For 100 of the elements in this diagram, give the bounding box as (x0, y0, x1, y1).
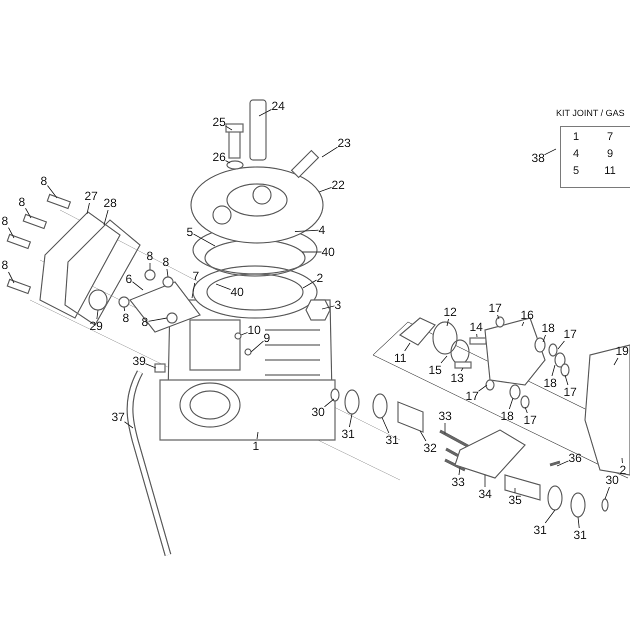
leader-line (514, 488, 516, 494)
leader-line (446, 318, 449, 326)
leader-line (622, 458, 623, 464)
leader-line (440, 356, 448, 364)
leader-line (8, 227, 14, 238)
leader-line (404, 342, 410, 352)
callout-number: 29 (90, 319, 103, 333)
callout-number: 7 (192, 269, 200, 283)
leader-line (8, 272, 14, 284)
table-cell-text: 4 (572, 148, 580, 160)
leader-line (524, 406, 528, 414)
leader-line (166, 268, 168, 278)
callout-number: 8 (18, 195, 26, 209)
callout-number: 8 (142, 315, 148, 329)
leader-line (250, 340, 264, 352)
callout-number: 26 (212, 150, 226, 164)
callout-number: 15 (428, 363, 442, 377)
leader-line (86, 202, 90, 214)
leader-line (552, 364, 556, 376)
callout-number: 17 (564, 385, 577, 399)
leader-line (104, 210, 109, 226)
callout-number: 13 (450, 371, 464, 385)
leader-line (96, 310, 98, 320)
table-cell-text: 7 (606, 131, 614, 143)
callout-number: 36 (568, 451, 582, 465)
callout-number: 4 (318, 223, 326, 237)
table-cell-text: 9 (606, 148, 614, 160)
leader-line (25, 208, 32, 218)
callout-number: 6 (126, 272, 132, 286)
leader-line (558, 340, 565, 350)
callout-number: 17 (466, 389, 479, 403)
callout-number: 17 (488, 301, 502, 315)
leader-line (478, 384, 488, 392)
callout-number: 8 (122, 311, 130, 325)
leader-line (132, 281, 144, 290)
callout-number: 27 (84, 189, 98, 203)
leader-line (508, 398, 514, 410)
leader-line (302, 280, 317, 288)
leader-line (324, 398, 334, 408)
leader-line (193, 234, 216, 246)
callout-number: 9 (264, 331, 270, 345)
callout-number: 8 (40, 174, 48, 188)
callout-number: 35 (508, 493, 522, 507)
callout-number: 31 (574, 528, 587, 542)
leader-line (145, 363, 156, 368)
leader-line (484, 474, 486, 488)
callout-number: 18 (500, 409, 514, 423)
callout-number: 33 (438, 409, 452, 423)
leader-line (382, 417, 390, 434)
table-cell-text: 1 (572, 131, 580, 143)
table-cell-text: 11 (603, 165, 617, 177)
callout-number: 17 (524, 413, 537, 427)
leader-line (294, 230, 319, 232)
callout-number: 1 (252, 439, 260, 453)
callout-number: 23 (338, 136, 351, 150)
leader-line (458, 467, 460, 476)
callout-number: 30 (312, 405, 325, 419)
leader-line (420, 430, 426, 442)
callout-number: 30 (606, 473, 619, 487)
leader-line (444, 422, 446, 434)
callout-number: 12 (444, 305, 457, 319)
callout-number: 39 (132, 354, 146, 368)
callout-number: 40 (230, 285, 244, 299)
leader-line (544, 510, 556, 524)
leader-line (460, 368, 464, 372)
leader-line (348, 414, 352, 428)
leader-line (542, 334, 546, 342)
callout-number: 31 (342, 427, 355, 441)
leader-line (614, 358, 618, 366)
callout-number: 32 (424, 441, 437, 455)
callout-number: 18 (544, 376, 557, 390)
leader-line (240, 332, 248, 336)
callout-number: 8 (2, 214, 8, 228)
callout-number: 31 (386, 433, 399, 447)
leader-line (124, 306, 126, 312)
callout-number: 37 (112, 410, 125, 424)
callout-number: 17 (564, 327, 577, 341)
table-title: KIT JOINT / GAS (556, 108, 625, 118)
leader-line (578, 516, 580, 528)
callout-number: 22 (332, 178, 345, 192)
leader-line (256, 432, 258, 440)
table-cell-text: 5 (572, 165, 580, 177)
callout-number: 8 (162, 255, 170, 269)
leader-line (476, 334, 478, 338)
leader-line (556, 460, 569, 466)
callout-number: 38 (532, 151, 545, 165)
leader-line (322, 305, 335, 310)
callout-number: 8 (2, 258, 8, 272)
callout-number: 10 (248, 323, 261, 337)
leader-line (258, 108, 272, 116)
callout-number: 24 (272, 99, 285, 113)
leader-line (544, 148, 556, 156)
callout-number: 3 (334, 298, 342, 312)
callout-number: 16 (520, 308, 534, 322)
callout-number: 11 (394, 351, 406, 365)
callout-number: 5 (186, 225, 194, 239)
leader-line (322, 146, 338, 158)
leader-line (497, 314, 500, 320)
leader-line (216, 284, 231, 290)
callout-number: 18 (542, 321, 555, 335)
